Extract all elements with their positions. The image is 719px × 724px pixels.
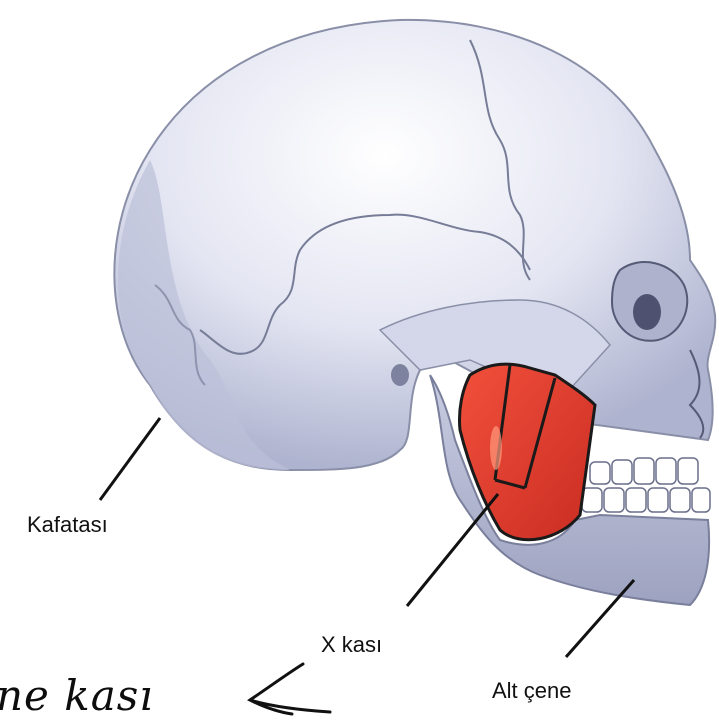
skull-leader-line [100,418,160,500]
lower-teeth [582,488,710,512]
ear-canal [391,364,409,386]
upper-teeth [590,458,698,484]
orbit-hole [633,294,661,330]
handwritten-note: ne kası [0,671,154,720]
handwritten-arrow [250,664,330,714]
label-lower-jaw: Alt çene [492,678,572,704]
label-x-muscle: X kası [321,632,382,658]
muscle-leader-line [407,494,498,606]
label-skull: Kafatası [27,512,108,538]
muscle-highlight [490,426,502,470]
